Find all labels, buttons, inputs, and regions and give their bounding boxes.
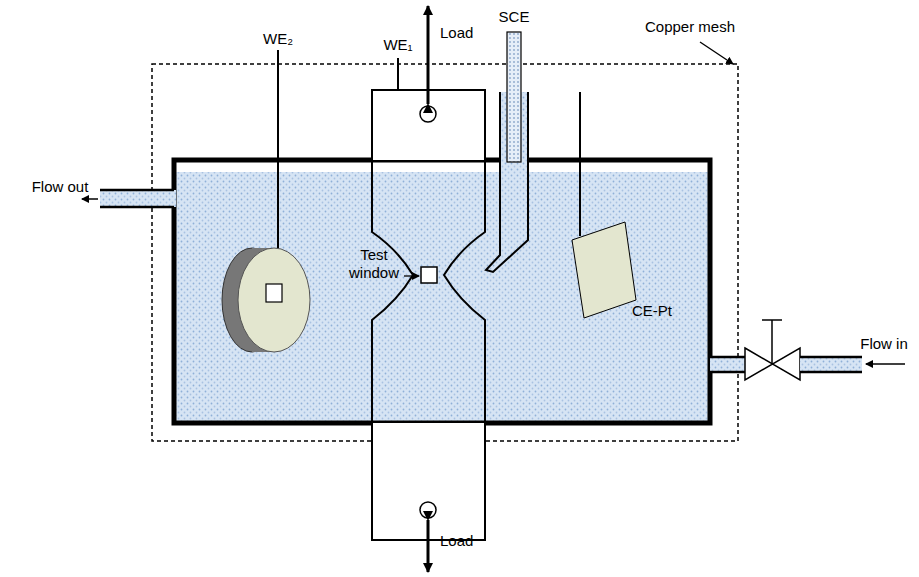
window-leader <box>404 275 419 276</box>
electrolyte <box>174 172 710 423</box>
electrode-label: SCE <box>499 8 530 26</box>
electrode-label: CE-Pt <box>632 302 672 320</box>
mesh-label: Copper mesh <box>645 18 735 36</box>
outlet-arrow <box>82 198 98 200</box>
we2-wire <box>277 50 279 250</box>
mesh-leader <box>700 42 733 64</box>
platinum-plate <box>572 222 636 318</box>
sce-electrode <box>507 32 521 162</box>
inlet-pipe <box>800 357 862 372</box>
we2-window <box>266 284 282 302</box>
inlet-arrow <box>866 363 905 365</box>
flow-label: Flow out <box>32 178 89 196</box>
pin-hole <box>420 106 436 122</box>
load-label: Load <box>440 532 473 550</box>
pin-hole <box>420 502 436 518</box>
electrode-label: WE₂ <box>263 30 293 48</box>
we1-wire <box>397 58 399 90</box>
inlet-pipe <box>710 357 745 372</box>
outlet-pipe <box>100 190 176 207</box>
load-label: Load <box>440 24 473 42</box>
cell-tank <box>174 160 710 423</box>
electrode-label: WE₁ <box>383 36 412 54</box>
load-arrow <box>427 520 430 572</box>
window-label: Test window <box>348 246 400 282</box>
copper-mesh <box>152 64 738 441</box>
test-window <box>421 267 437 283</box>
ce-wire <box>579 92 581 236</box>
we2-face <box>238 248 310 352</box>
flow-label: Flow in <box>860 335 908 353</box>
load-arrow <box>427 6 430 104</box>
